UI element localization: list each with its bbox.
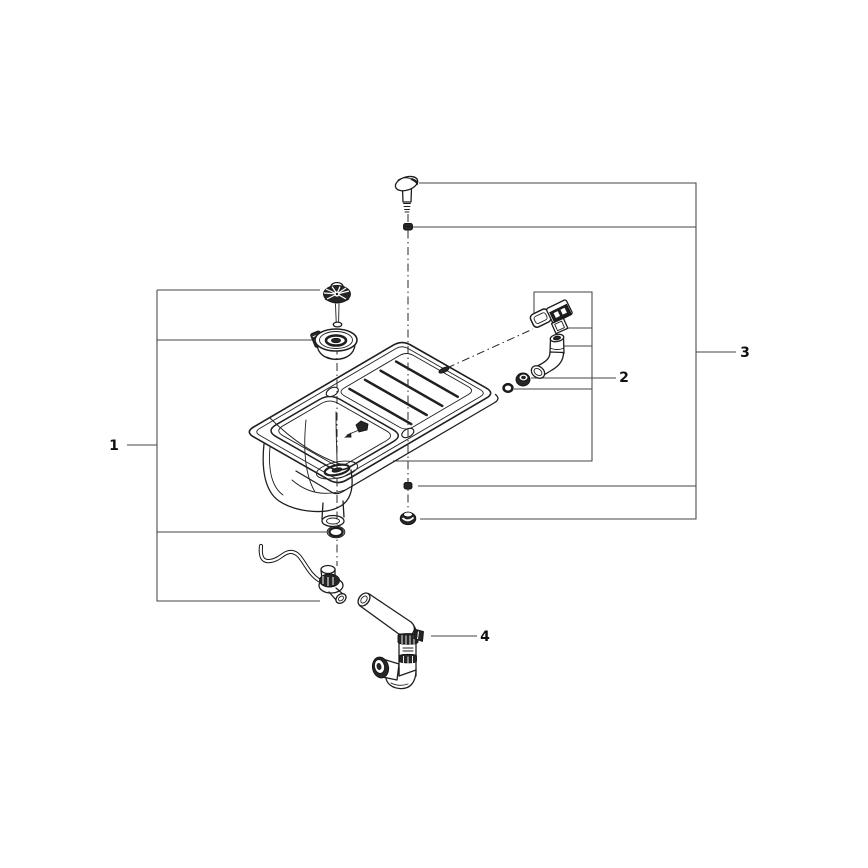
callout-bracket-3 <box>413 182 736 520</box>
callout-label-2: 2 <box>619 370 629 386</box>
overflow-screw-housing <box>550 317 569 335</box>
trap-outlet-nut <box>371 656 390 679</box>
sink-rim-outer <box>248 341 492 484</box>
axis-overflow <box>446 328 534 369</box>
drainboard-rib <box>363 378 428 417</box>
sink-drainboard <box>340 353 473 430</box>
bowl-underside <box>262 443 353 528</box>
strainer-plug <box>323 281 351 328</box>
overflow-elbow <box>530 351 565 379</box>
trap-outlet <box>371 656 400 681</box>
siphon-trap <box>357 592 424 690</box>
sink-apron-edge <box>295 393 499 495</box>
trap-nut-upper <box>397 633 419 645</box>
fastening-clip-icon <box>344 420 369 438</box>
sink-rim-inner <box>256 346 484 479</box>
callout-label-4: 4 <box>480 629 490 645</box>
overflow-body <box>549 333 565 356</box>
screw-knob <box>394 175 419 213</box>
sink-bowl <box>269 395 400 494</box>
drain-valve <box>318 564 347 604</box>
callout-bracket-2 <box>393 291 616 462</box>
overflow-union-nut <box>515 372 531 387</box>
strainer-basket <box>310 328 358 361</box>
sink-assembly <box>248 341 499 528</box>
drain-stub <box>321 500 345 528</box>
drainboard-rib <box>348 387 413 426</box>
overflow-o-ring <box>502 382 514 394</box>
callout-label-3: 3 <box>740 345 750 361</box>
cap-nut <box>399 511 417 526</box>
overflow-hose <box>258 543 330 586</box>
drain-o-ring <box>326 525 346 539</box>
mounting-hole-top <box>325 386 339 398</box>
trap-nut-lower <box>399 653 417 664</box>
screw-nut <box>403 223 413 231</box>
callout-bracket-1 <box>127 289 327 602</box>
callout-label-1: 1 <box>109 438 119 454</box>
overflow-cover-plate <box>546 299 573 324</box>
trap-inlet-pipe <box>357 592 415 636</box>
drainboard-rib <box>379 369 444 408</box>
mounting-nut <box>403 482 413 490</box>
drainboard-rib <box>394 360 460 399</box>
